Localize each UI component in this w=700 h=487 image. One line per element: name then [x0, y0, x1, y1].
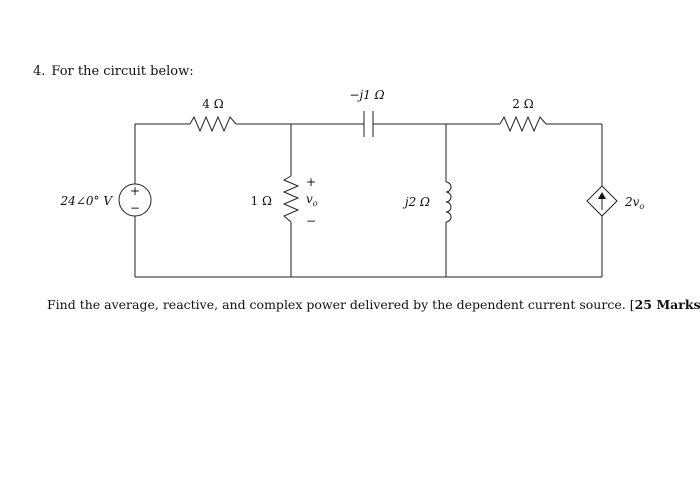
marks-open: [ — [629, 297, 635, 312]
label-4ohm: 4 Ω — [202, 97, 223, 111]
source-minus: − — [130, 201, 140, 215]
source-label: 24∠0° V — [60, 194, 114, 208]
inductor-j2 — [445, 181, 452, 223]
question-heading-text: For the circuit below: — [51, 64, 194, 79]
resistor-2ohm — [499, 115, 547, 133]
resistor-4ohm — [189, 115, 237, 133]
vo-minus: − — [306, 214, 316, 228]
label-inductor: j2 Ω — [402, 195, 430, 209]
question-number: 4. — [33, 64, 46, 79]
vo-plus: + — [306, 175, 316, 189]
question-instruction: Find the average, reactive, and complex … — [47, 297, 700, 312]
label-1ohm: 1 Ω — [251, 194, 272, 208]
label-2ohm: 2 Ω — [512, 97, 533, 111]
source-plus: + — [130, 184, 140, 198]
vo-label: vo — [306, 192, 318, 208]
question-heading: 4. For the circuit below: — [33, 64, 194, 79]
resistor-1ohm — [282, 175, 300, 223]
marks-value: 25 Marks — [634, 297, 700, 312]
instruction-text: Find the average, reactive, and complex … — [47, 297, 626, 312]
label-dependent-source: 2vo — [624, 195, 644, 211]
current-arrow-head-icon — [598, 192, 606, 199]
voltage-source — [118, 183, 152, 217]
dependent-current-source — [586, 185, 618, 217]
label-capacitor: −j1 Ω — [349, 88, 384, 102]
